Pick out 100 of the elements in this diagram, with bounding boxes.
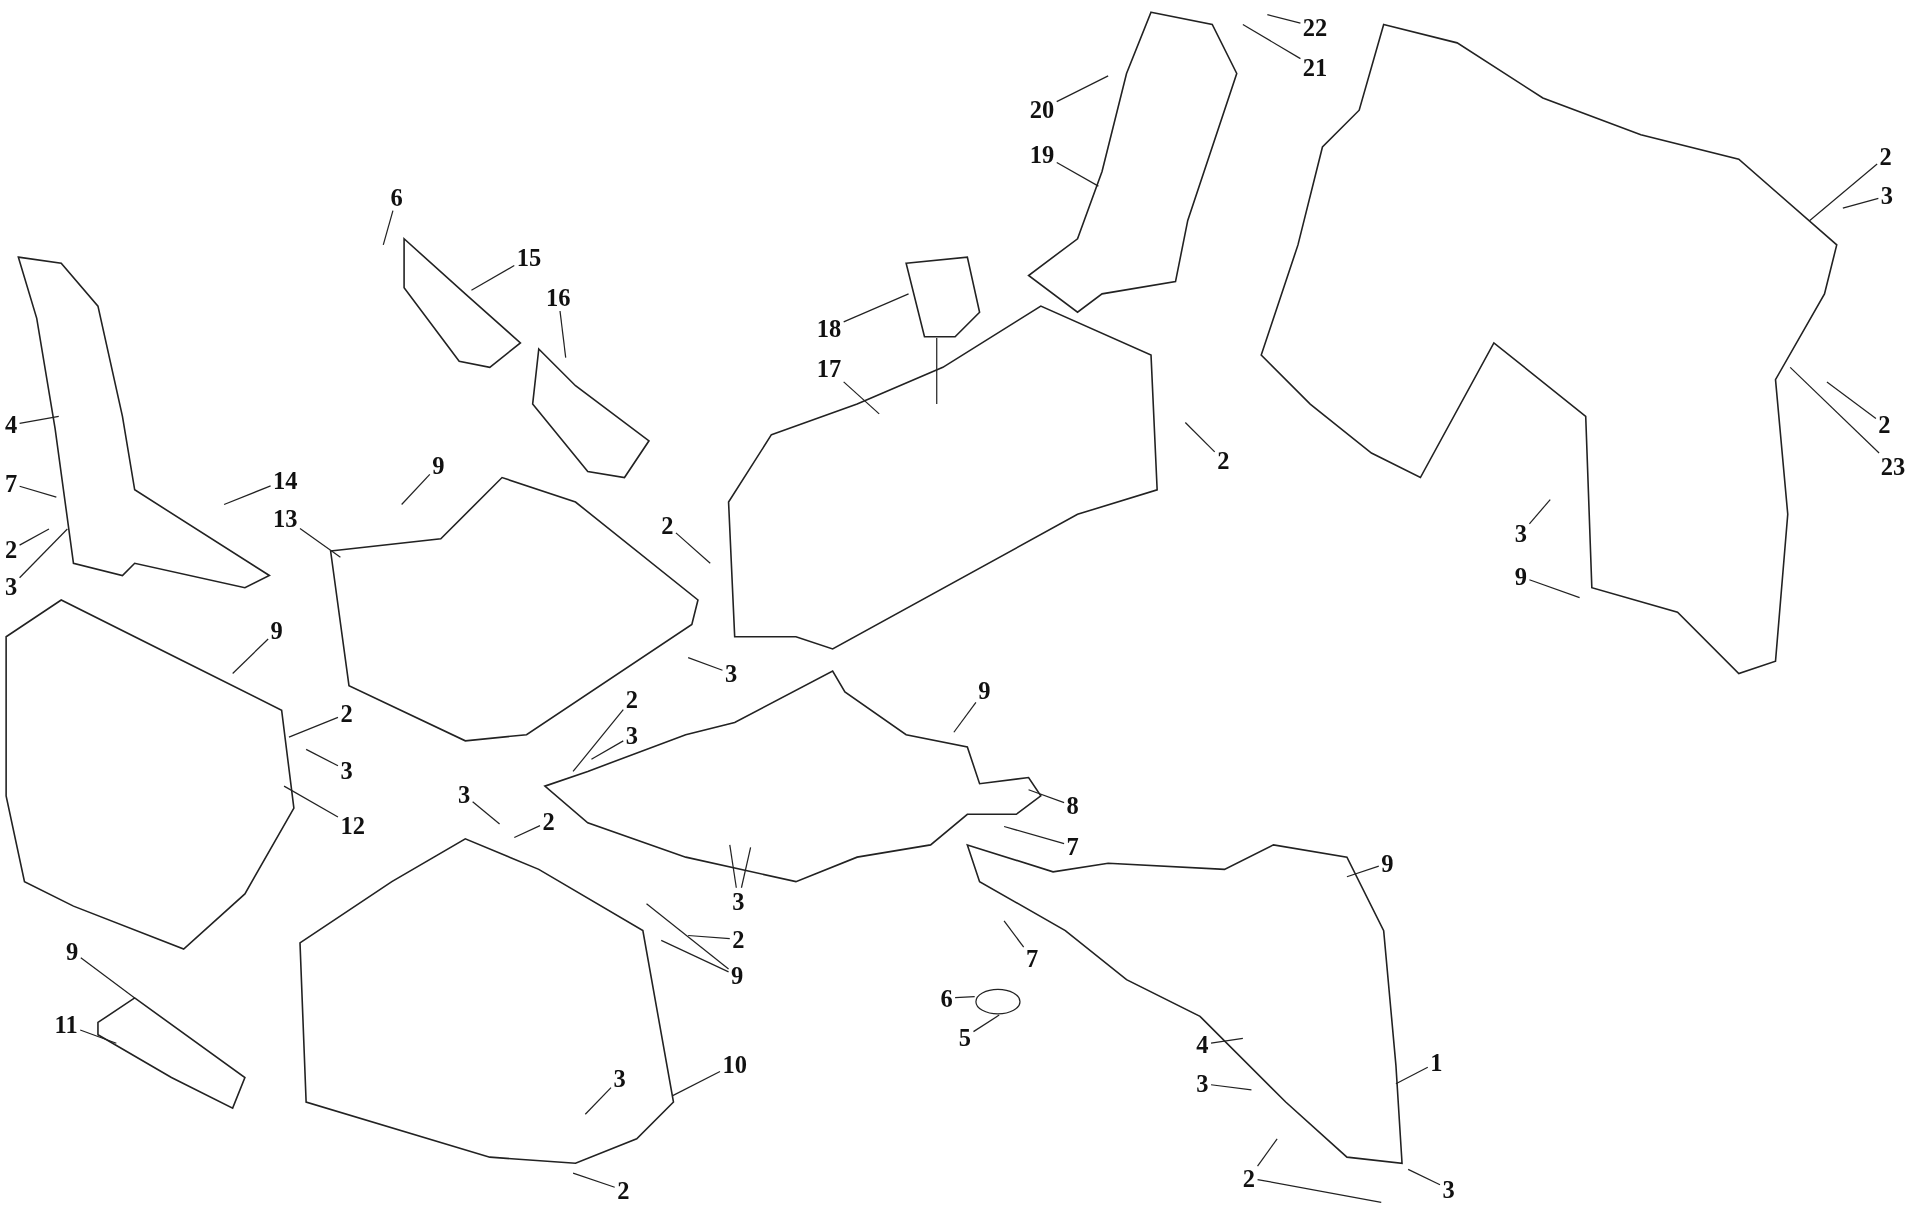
callout-number: 9 bbox=[729, 963, 745, 989]
leader-line bbox=[232, 638, 269, 675]
leader-line bbox=[1210, 1037, 1244, 1044]
leader-line bbox=[687, 656, 724, 671]
callout-number: 2 bbox=[3, 537, 19, 563]
leader-line bbox=[572, 709, 624, 773]
leader-line bbox=[1407, 1168, 1441, 1186]
callout-number: 23 bbox=[1879, 454, 1907, 479]
callout-number: 2 bbox=[1241, 1165, 1257, 1191]
callout-number: 9 bbox=[1513, 564, 1529, 589]
callout-number: 2 bbox=[1877, 412, 1892, 438]
callout-number: 4 bbox=[3, 412, 19, 438]
leader-line bbox=[1826, 381, 1877, 420]
callout-number: 1 bbox=[1429, 1050, 1444, 1076]
leader-line bbox=[513, 825, 541, 839]
callout-number: 3 bbox=[1441, 1176, 1456, 1202]
callout-number: 10 bbox=[721, 1051, 749, 1077]
leader-line bbox=[1027, 789, 1065, 804]
leader-line bbox=[972, 1014, 1000, 1033]
callout-number: 3 bbox=[624, 723, 640, 749]
leader-line bbox=[1003, 920, 1025, 948]
leader-line bbox=[660, 939, 730, 973]
callout-number: 15 bbox=[515, 244, 543, 270]
callout-number: 3 bbox=[3, 574, 19, 599]
callout-number: 2 bbox=[541, 809, 556, 834]
leader-line bbox=[1210, 1084, 1253, 1091]
leader-line bbox=[729, 844, 737, 889]
leader-line bbox=[954, 996, 976, 999]
leader-line bbox=[1266, 14, 1301, 24]
callout-number: 22 bbox=[1301, 14, 1329, 40]
leader-line bbox=[1528, 579, 1581, 599]
callout-number: 17 bbox=[815, 356, 843, 381]
leader-line bbox=[675, 532, 711, 564]
callout-number: 7 bbox=[3, 471, 19, 496]
leader-line bbox=[382, 210, 394, 246]
callout-number: 2 bbox=[1215, 448, 1231, 473]
leader-line bbox=[740, 846, 752, 889]
callout-number: 9 bbox=[64, 939, 80, 964]
callout-number: 3 bbox=[1879, 183, 1895, 209]
leader-line bbox=[1242, 23, 1301, 60]
callout-number: 4 bbox=[1195, 1032, 1210, 1057]
leader-line bbox=[1256, 1138, 1278, 1167]
leader-line bbox=[223, 485, 272, 506]
callout-number: 3 bbox=[612, 1066, 627, 1091]
leader-line bbox=[953, 701, 977, 733]
leader-line bbox=[299, 527, 342, 558]
leader-line bbox=[1056, 75, 1109, 103]
leader-line bbox=[1842, 197, 1879, 209]
leader-line bbox=[79, 1029, 117, 1044]
callout-number: 2 bbox=[1878, 144, 1894, 169]
leader-line bbox=[1528, 498, 1551, 525]
leader-line bbox=[470, 264, 515, 291]
callout-number: 2 bbox=[339, 701, 354, 727]
callout-number: 2 bbox=[615, 1177, 631, 1203]
callout-number: 2 bbox=[660, 513, 675, 538]
callout-number: 18 bbox=[815, 315, 843, 341]
callout-number: 20 bbox=[1028, 96, 1056, 122]
callout-number: 8 bbox=[1065, 793, 1080, 818]
callout-number: 7 bbox=[1065, 833, 1080, 859]
callout-number: 9 bbox=[431, 453, 446, 478]
leader-line bbox=[1346, 865, 1380, 878]
leader-line bbox=[19, 415, 60, 424]
callout-number: 5 bbox=[957, 1024, 973, 1050]
callout-number: 21 bbox=[1301, 55, 1329, 80]
leader-line bbox=[559, 310, 567, 359]
callout-number: 16 bbox=[544, 285, 572, 310]
callout-number: 12 bbox=[339, 813, 367, 838]
callout-number: 3 bbox=[723, 661, 739, 686]
callout-number: 9 bbox=[1380, 851, 1395, 876]
leader-line bbox=[1003, 825, 1065, 845]
callout-number: 6 bbox=[389, 184, 405, 210]
callout-number: 3 bbox=[731, 889, 746, 914]
callout-number: 2 bbox=[731, 926, 746, 952]
callout-number: 6 bbox=[939, 985, 954, 1011]
leader-line bbox=[590, 740, 624, 760]
callout-number: 19 bbox=[1028, 142, 1056, 167]
leader-line bbox=[19, 485, 57, 498]
leader-line bbox=[584, 1087, 612, 1115]
leader-line bbox=[288, 716, 339, 738]
leader-line bbox=[1789, 366, 1880, 454]
callout-number: 9 bbox=[977, 678, 992, 703]
leader-line bbox=[1395, 1066, 1429, 1085]
callout-number: 3 bbox=[1195, 1071, 1210, 1096]
leader-line bbox=[645, 903, 730, 970]
leader-line bbox=[305, 748, 339, 767]
callout-number: 2 bbox=[624, 686, 640, 712]
callout-number: 9 bbox=[269, 618, 285, 643]
leader-line bbox=[472, 801, 501, 825]
leader-line bbox=[572, 1172, 616, 1188]
leader-line bbox=[19, 528, 68, 579]
leader-line bbox=[80, 957, 136, 999]
callout-number: 14 bbox=[271, 467, 299, 493]
leader-line bbox=[19, 528, 50, 546]
callout-number: 7 bbox=[1024, 946, 1040, 971]
leader-line bbox=[671, 1070, 721, 1097]
leader-line bbox=[283, 785, 339, 818]
callout-number: 13 bbox=[271, 505, 299, 531]
leader-line bbox=[1056, 162, 1099, 187]
leader-line bbox=[687, 934, 731, 940]
leader-line bbox=[843, 381, 880, 415]
